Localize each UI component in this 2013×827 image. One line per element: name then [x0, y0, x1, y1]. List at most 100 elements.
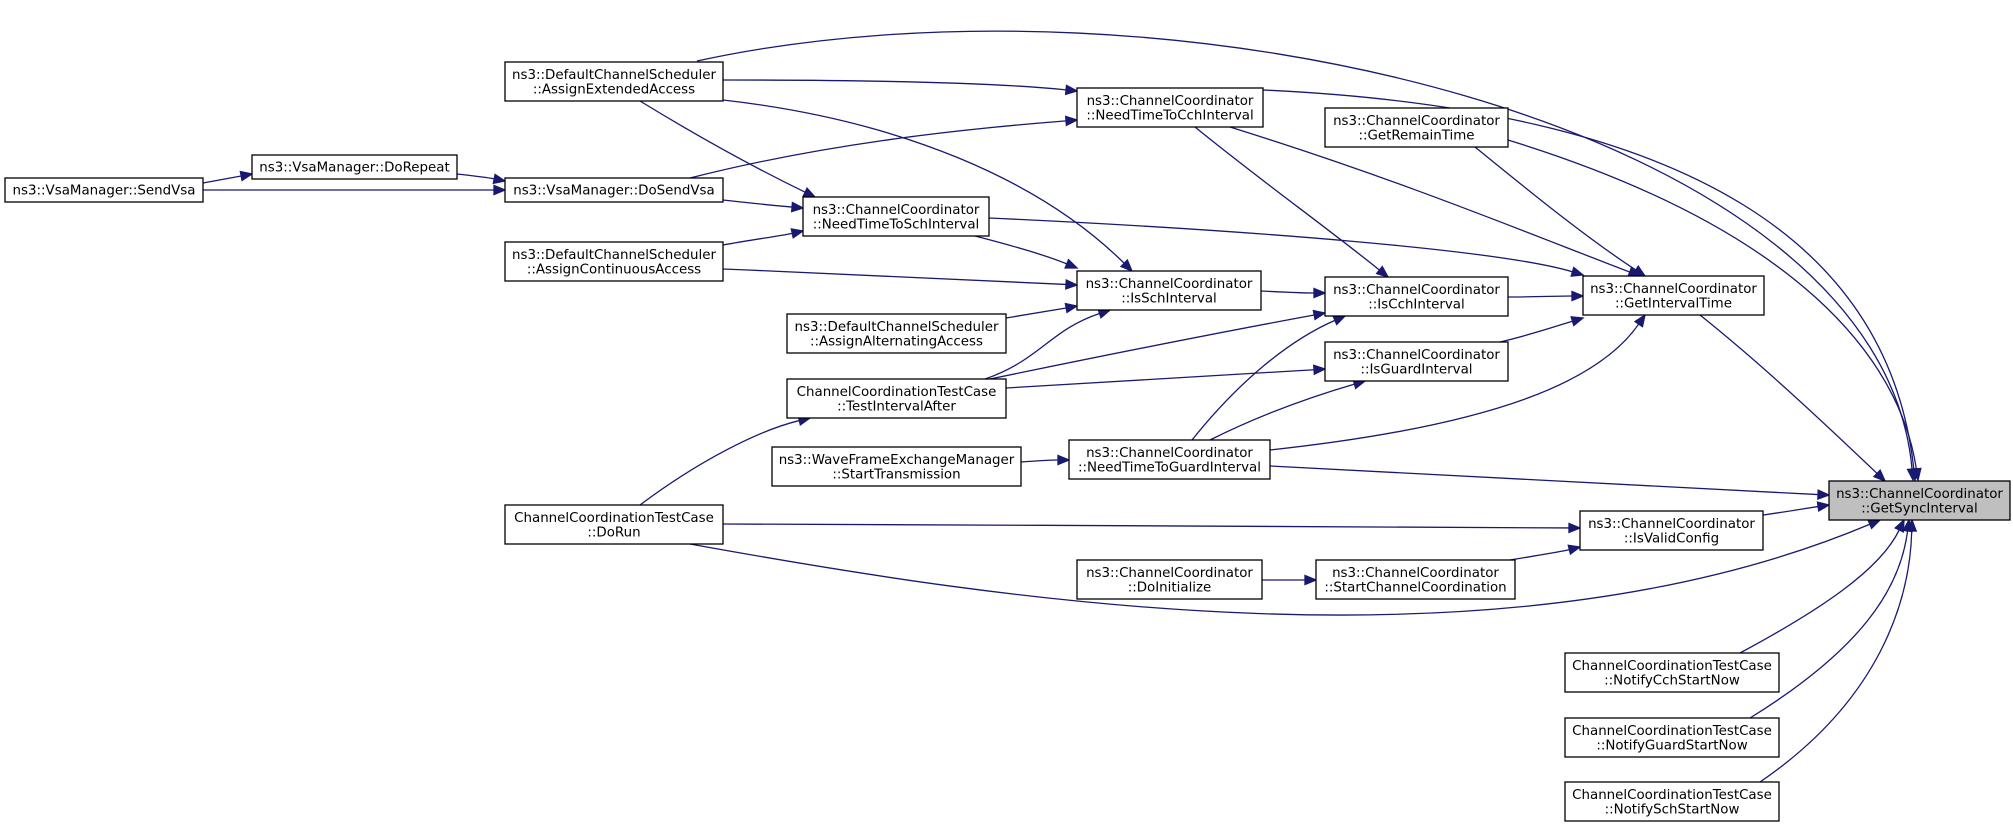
node-notify-cch[interactable]: ChannelCoordinationTestCase::NotifyCchSt…	[1564, 652, 1780, 693]
node-wave[interactable]: ns3::WaveFrameExchangeManager::StartTran…	[771, 446, 1022, 487]
arrowhead-icon	[1375, 265, 1390, 279]
edge-startcoord-to-isvalid	[1509, 544, 1582, 561]
node-testafter[interactable]: ChannelCoordinationTestCase::TestInterva…	[786, 378, 1007, 419]
node-dorun[interactable]: ChannelCoordinationTestCase::DoRun	[504, 504, 724, 545]
edge-dosendvsa-to-need_sch	[722, 199, 805, 213]
node-label-line: ::NeedTimeToSchInterval	[813, 217, 980, 232]
edge-issch-to-iscch	[1260, 287, 1327, 299]
edge-wave-to-need_guard	[1020, 454, 1071, 466]
node-notify-sch[interactable]: ChannelCoordinationTestCase::NotifySchSt…	[1564, 781, 1780, 822]
edge-iscch-to-getinterval	[1507, 290, 1585, 302]
arrowhead-icon	[1568, 522, 1582, 534]
edge-assign_alt-to-issch	[1005, 302, 1079, 319]
node-label-line: ::IsGuardInterval	[1360, 362, 1472, 377]
edge-assign_ext-to-issch	[722, 99, 1134, 273]
arrowhead-icon	[1906, 518, 1918, 532]
node-label-line: ::StartTransmission	[832, 467, 960, 482]
node-label-line: ChannelCoordinationTestCase	[797, 385, 997, 400]
arrowhead-icon	[1064, 258, 1079, 269]
node-label-line: ::GetIntervalTime	[1615, 296, 1732, 311]
arrowhead-icon	[1064, 115, 1079, 127]
arrowhead-icon	[239, 170, 254, 182]
node-label-line: ChannelCoordinationTestCase	[1572, 788, 1772, 803]
node-label-line: ns3::VsaManager::SendVsa	[13, 184, 196, 199]
node-startcoord[interactable]: ns3::ChannelCoordinator::StartChannelCoo…	[1315, 559, 1516, 600]
node-label-line: ns3::ChannelCoordinator	[1590, 282, 1757, 297]
arrowhead-icon	[1057, 454, 1071, 466]
arrowhead-icon	[1119, 258, 1134, 273]
node-label-line: ns3::ChannelCoordinator	[1332, 566, 1499, 581]
node-need-cch[interactable]: ns3::ChannelCoordinator::NeedTimeToCchIn…	[1076, 87, 1264, 128]
node-label-line: ::NotifySchStartNow	[1605, 802, 1740, 817]
node-label-line: ChannelCoordinationTestCase	[1572, 659, 1772, 674]
node-sendvsa[interactable]: ns3::VsaManager::SendVsa	[4, 177, 204, 203]
node-label-line: ns3::ChannelCoordinator	[1086, 446, 1253, 461]
edge-dorepeat-to-dosendvsa	[456, 173, 507, 185]
node-label-line: ::GetSyncInterval	[1861, 501, 1977, 516]
node-label-line: ::IsCchInterval	[1368, 297, 1464, 312]
arrowhead-icon	[1570, 316, 1585, 327]
arrowhead-icon	[1570, 266, 1585, 277]
arrowhead-icon	[1312, 309, 1327, 321]
node-label-line: ::IsSchInterval	[1121, 291, 1217, 306]
node-label-line: ns3::VsaManager::DoRepeat	[259, 161, 449, 176]
node-label-line: ns3::ChannelCoordinator	[1086, 566, 1253, 581]
node-assign-ext[interactable]: ns3::DefaultChannelScheduler::AssignExte…	[504, 61, 724, 102]
arrowhead-icon	[802, 186, 817, 198]
node-iscch[interactable]: ns3::ChannelCoordinator::IsCchInterval	[1324, 276, 1509, 317]
node-label-line: ::NeedTimeToCchInterval	[1086, 108, 1253, 123]
arrowhead-icon	[1867, 519, 1882, 530]
node-label-line: ::NotifyCchStartNow	[1604, 673, 1740, 688]
node-getinterval[interactable]: ns3::ChannelCoordinator::GetIntervalTime	[1582, 275, 1765, 316]
edge-dorun-to-isvalid	[722, 522, 1582, 534]
edge-remain-to-getinterval	[1474, 146, 1647, 277]
node-label-line: ::DoRun	[587, 525, 640, 540]
arrowhead-icon	[1065, 278, 1079, 290]
arrowhead-icon	[1332, 315, 1347, 326]
node-label-line: ::IsValidConfig	[1624, 531, 1719, 546]
node-label-line: ::AssignContinuousAccess	[527, 262, 701, 277]
edge-assign_ext-to-need_cch	[722, 79, 1079, 96]
node-assign-cont[interactable]: ns3::DefaultChannelScheduler::AssignCont…	[504, 241, 724, 282]
node-label-line: ns3::ChannelCoordinator	[1086, 277, 1253, 292]
node-notify-guard[interactable]: ChannelCoordinationTestCase::NotifyGuard…	[1564, 717, 1780, 758]
edge-need_cch-to-iscch	[1194, 126, 1390, 279]
node-label-line: ns3::ChannelCoordinator	[1333, 114, 1500, 129]
edge-assign_cont-to-issch	[722, 268, 1079, 290]
node-label-line: ns3::ChannelCoordinator	[1333, 348, 1500, 363]
node-issch[interactable]: ns3::ChannelCoordinator::IsSchInterval	[1076, 270, 1262, 311]
edge-testafter-to-iscch	[989, 309, 1327, 380]
node-label-line: ::TestIntervalAfter	[837, 399, 956, 414]
node-label-line: ::DoInitialize	[1128, 580, 1212, 595]
arrowhead-icon	[493, 184, 507, 196]
node-doinit[interactable]: ns3::ChannelCoordinator::DoInitialize	[1076, 559, 1263, 600]
edge-need_sch-to-issch	[974, 235, 1079, 269]
edge-sendvsa-to-dosendvsa	[202, 184, 507, 196]
node-need-sch[interactable]: ns3::ChannelCoordinator::NeedTimeToSchIn…	[802, 196, 990, 237]
edge-notify_sch-to-getsync	[1759, 518, 1918, 783]
arrowhead-icon	[1313, 364, 1327, 376]
node-getsync[interactable]: ns3::ChannelCoordinator::GetSyncInterval	[1828, 480, 2011, 521]
arrowhead-icon	[790, 228, 805, 239]
node-label-line: ::NeedTimeToGuardInterval	[1078, 460, 1261, 475]
node-isvalid[interactable]: ns3::ChannelCoordinator::IsValidConfig	[1579, 510, 1764, 551]
node-need-guard[interactable]: ns3::ChannelCoordinator::NeedTimeToGuard…	[1068, 439, 1271, 480]
node-label-line: ns3::DefaultChannelScheduler	[795, 320, 999, 335]
arrowhead-icon	[1910, 467, 1922, 482]
node-assign-alt[interactable]: ns3::DefaultChannelScheduler::AssignAlte…	[786, 313, 1007, 354]
node-isguard[interactable]: ns3::ChannelCoordinator::IsGuardInterval	[1324, 341, 1509, 382]
node-label-line: ns3::DefaultChannelScheduler	[512, 68, 716, 83]
node-remain[interactable]: ns3::ChannelCoordinator::GetRemainTime	[1324, 107, 1509, 148]
arrowhead-icon	[1567, 544, 1582, 556]
node-label-line: ::AssignAlternatingAccess	[810, 334, 983, 349]
edge-need_sch-to-getinterval	[988, 217, 1585, 277]
node-dosendvsa[interactable]: ns3::VsaManager::DoSendVsa	[504, 177, 724, 203]
edge-isvalid-to-getsync	[1762, 501, 1831, 516]
edges-layer	[202, 30, 1922, 783]
edge-doinit-to-startcoord	[1262, 574, 1318, 586]
edge-assign_cont-to-need_sch	[722, 228, 805, 246]
node-dorepeat[interactable]: ns3::VsaManager::DoRepeat	[251, 154, 458, 180]
arrowhead-icon	[1064, 302, 1079, 314]
edge-notify_cch-to-getsync	[1739, 518, 1905, 654]
